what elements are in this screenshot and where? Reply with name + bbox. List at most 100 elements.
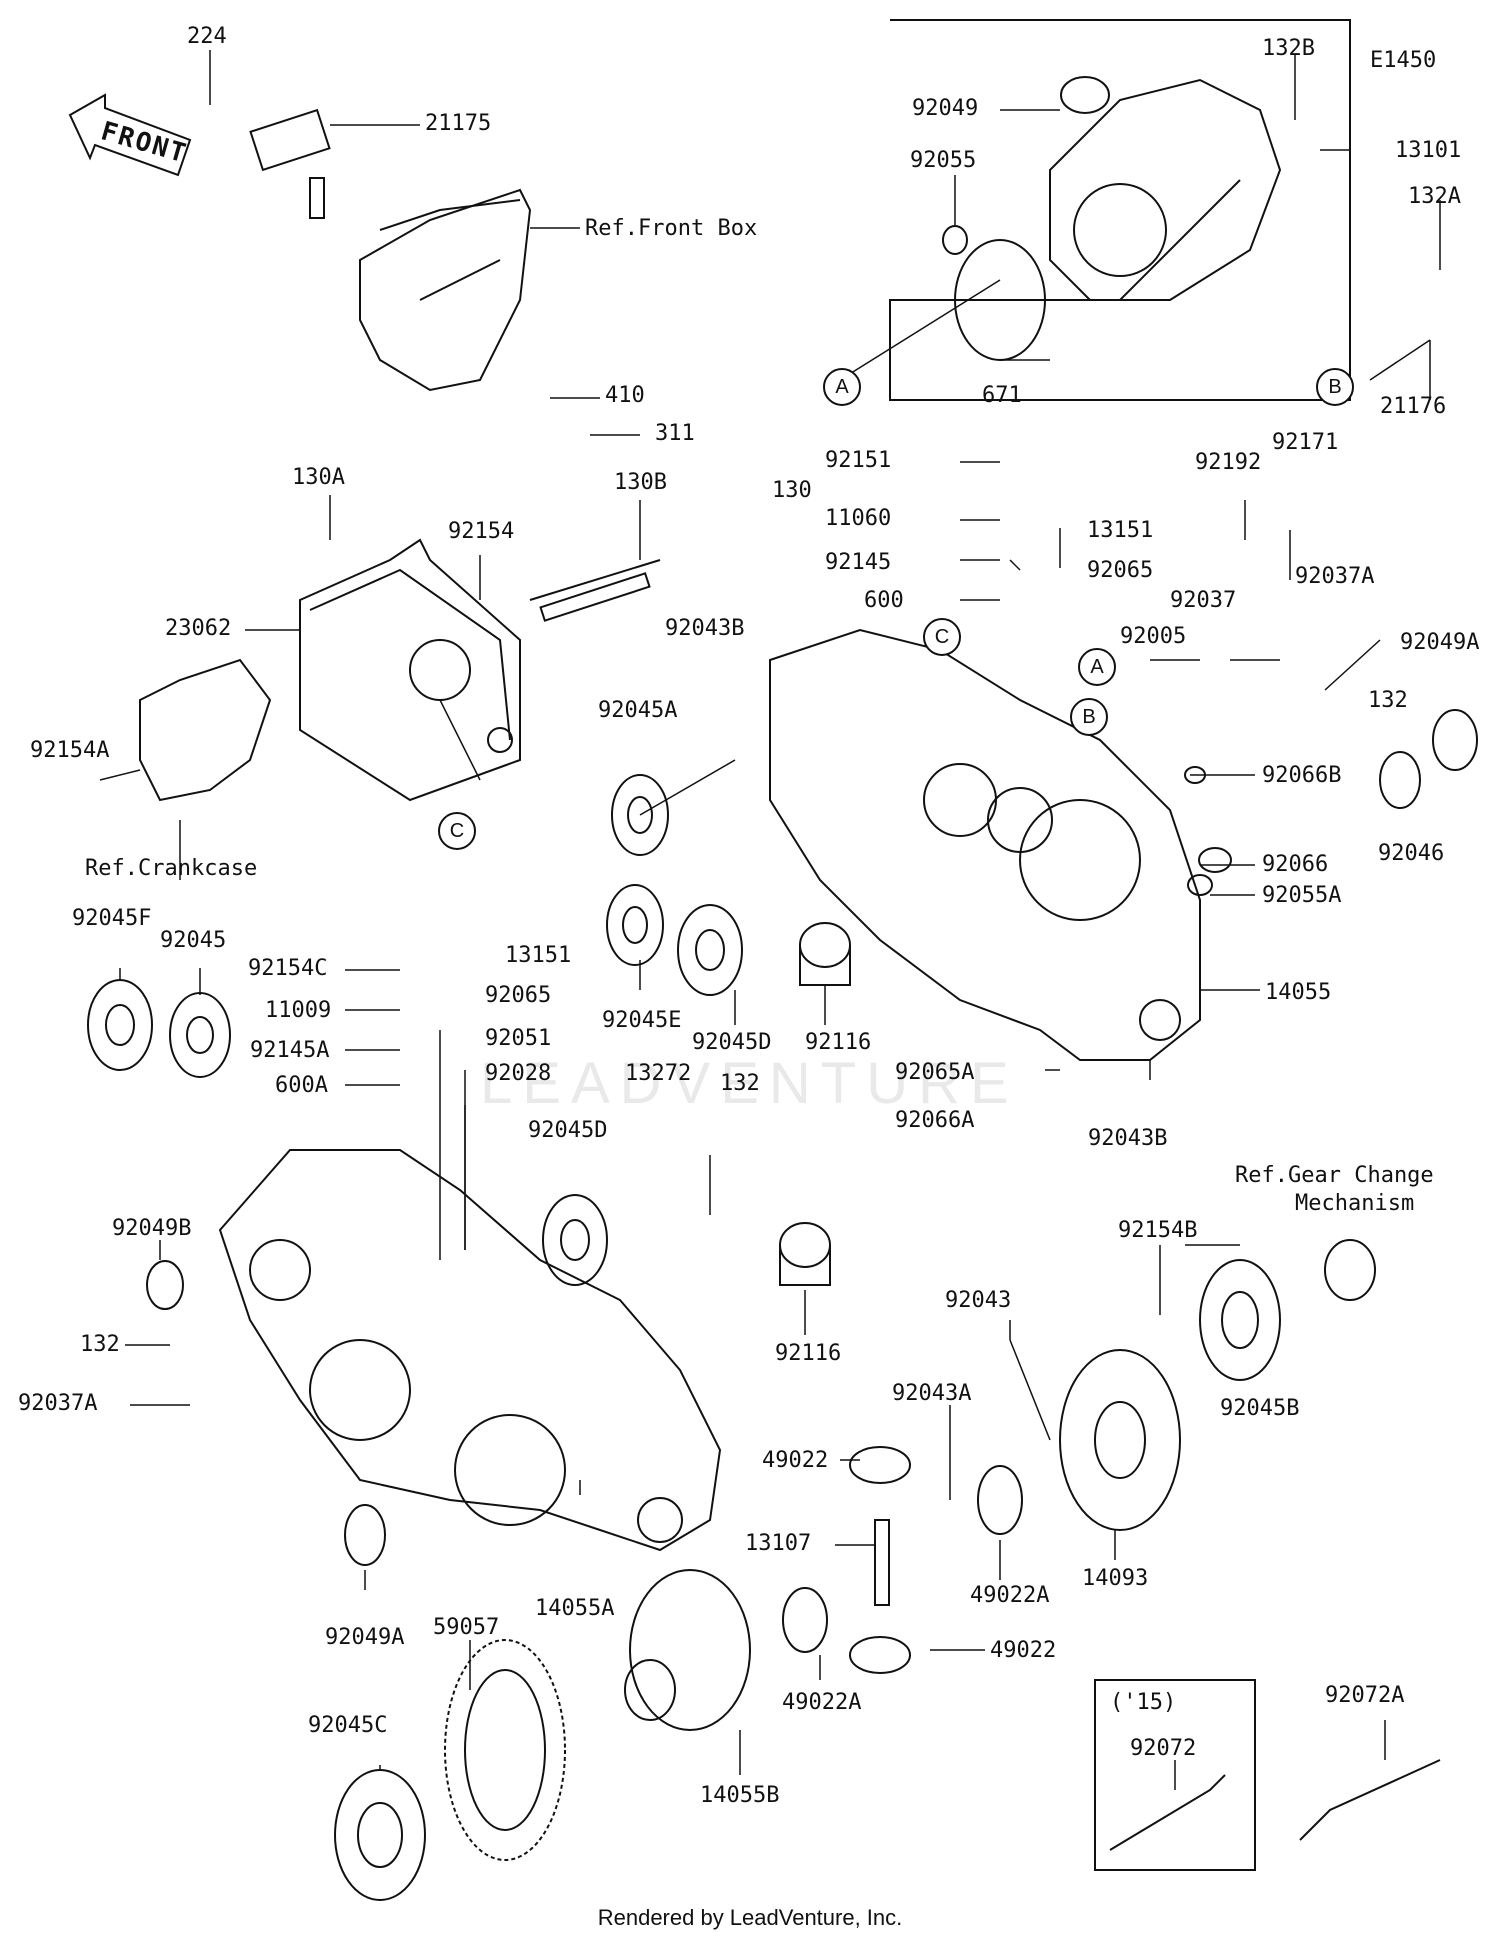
- bearing-92045C: [334, 1769, 426, 1901]
- part-92154C[interactable]: 92154C: [248, 956, 328, 981]
- part-92055A[interactable]: 92055A: [1262, 883, 1342, 908]
- part-600[interactable]: 600: [864, 588, 904, 613]
- part-92005[interactable]: 92005: [1120, 624, 1187, 649]
- part-92049A-l[interactable]: 92049A: [325, 1625, 405, 1650]
- ref-gear-change-1[interactable]: Ref.Gear Change: [1235, 1163, 1434, 1188]
- bearing-92045A: [611, 774, 669, 856]
- watermark: LEADVENTURE: [480, 1051, 1019, 1116]
- part-92154[interactable]: 92154: [448, 519, 515, 544]
- part-92065-l[interactable]: 92065: [485, 983, 552, 1008]
- part-132-m[interactable]: 132: [720, 1071, 760, 1096]
- callout-A-case: A: [1078, 648, 1116, 686]
- part-410[interactable]: 410: [605, 383, 645, 408]
- ref-front-box[interactable]: Ref.Front Box: [585, 216, 758, 241]
- part-92066B[interactable]: 92066B: [1262, 763, 1342, 788]
- part-92066A[interactable]: 92066A: [895, 1108, 975, 1133]
- part-13101[interactable]: 13101: [1395, 138, 1462, 163]
- part-14093[interactable]: 14093: [1082, 1566, 1149, 1591]
- part-130A[interactable]: 130A: [292, 465, 345, 490]
- part-92049B[interactable]: 92049B: [112, 1216, 192, 1241]
- part-92045[interactable]: 92045: [160, 928, 227, 953]
- part-49022A-b[interactable]: 49022A: [782, 1690, 862, 1715]
- diff-housing-part: [1059, 1349, 1181, 1531]
- part-92045C[interactable]: 92045C: [308, 1713, 388, 1738]
- part-92065[interactable]: 92065: [1087, 558, 1154, 583]
- front-arrow: [68, 93, 192, 177]
- part-11060[interactable]: 11060: [825, 506, 892, 531]
- part-92072A[interactable]: 92072A: [1325, 1683, 1405, 1708]
- part-59057[interactable]: 59057: [433, 1615, 500, 1640]
- part-49022A[interactable]: 49022A: [970, 1583, 1050, 1608]
- part-49022-b[interactable]: 49022: [990, 1638, 1057, 1663]
- part-92154A[interactable]: 92154A: [30, 738, 110, 763]
- part-311[interactable]: 311: [655, 421, 695, 446]
- part-92045E[interactable]: 92045E: [602, 1008, 682, 1033]
- part-92045D-l[interactable]: 92045D: [528, 1118, 608, 1143]
- part-92043A[interactable]: 92043A: [892, 1381, 972, 1406]
- part-92037[interactable]: 92037: [1170, 588, 1237, 613]
- seal-92049A-l: [344, 1504, 386, 1566]
- part-23062[interactable]: 23062: [165, 616, 232, 641]
- part-14055B[interactable]: 14055B: [700, 1783, 780, 1808]
- left-crankcase-part: [218, 1149, 722, 1552]
- callout-A-starter: A: [823, 368, 861, 406]
- part-132-r[interactable]: 132: [1368, 688, 1408, 713]
- part-13107[interactable]: 13107: [745, 1531, 812, 1556]
- part-92065A[interactable]: 92065A: [895, 1060, 975, 1085]
- dipstick-92072A: [1299, 1759, 1441, 1841]
- part-92051[interactable]: 92051: [485, 1026, 552, 1051]
- part-92145[interactable]: 92145: [825, 550, 892, 575]
- part-21175[interactable]: 21175: [425, 111, 492, 136]
- relay-part: [249, 108, 331, 172]
- part-130B[interactable]: 130B: [614, 470, 667, 495]
- part-92037A[interactable]: 92037A: [1295, 564, 1375, 589]
- part-92037A-l[interactable]: 92037A: [18, 1391, 98, 1416]
- part-132-l[interactable]: 132: [80, 1332, 120, 1357]
- ref-gear-change-2[interactable]: Mechanism: [1295, 1191, 1415, 1216]
- part-92028[interactable]: 92028: [485, 1061, 552, 1086]
- part-132A[interactable]: 132A: [1408, 184, 1461, 209]
- part-92192[interactable]: 92192: [1195, 450, 1262, 475]
- part-130[interactable]: 130: [772, 478, 812, 503]
- part-132B[interactable]: 132B: [1262, 36, 1315, 61]
- sleeve-92116-l: [779, 1222, 831, 1268]
- part-92049A-r[interactable]: 92049A: [1400, 630, 1480, 655]
- ref-crankcase[interactable]: Ref.Crankcase: [85, 856, 258, 881]
- crankcase-shield: [139, 658, 272, 802]
- part-600A[interactable]: 600A: [275, 1073, 328, 1098]
- part-92043B-b[interactable]: 92043B: [1088, 1126, 1168, 1151]
- part-671[interactable]: 671: [982, 383, 1022, 408]
- part-224[interactable]: 224: [187, 24, 227, 49]
- seal-92049A-r: [1432, 709, 1478, 771]
- part-92154B[interactable]: 92154B: [1118, 1218, 1198, 1243]
- part-13151-l[interactable]: 13151: [505, 943, 572, 968]
- callout-B-case: B: [1070, 698, 1108, 736]
- part-49022[interactable]: 49022: [762, 1448, 829, 1473]
- part-92045D[interactable]: 92045D: [692, 1030, 772, 1055]
- part-92055[interactable]: 92055: [910, 148, 977, 173]
- part-92116-l[interactable]: 92116: [775, 1341, 842, 1366]
- inset-15-box: [1094, 1679, 1256, 1871]
- part-13272[interactable]: 13272: [625, 1061, 692, 1086]
- footer-credit: Rendered by LeadVenture, Inc.: [597, 1905, 903, 1930]
- part-92046[interactable]: 92046: [1378, 841, 1445, 866]
- part-92043[interactable]: 92043: [945, 1288, 1012, 1313]
- part-92045A[interactable]: 92045A: [598, 698, 678, 723]
- part-92171[interactable]: 92171: [1272, 430, 1339, 455]
- seal-92049: [1060, 76, 1110, 114]
- part-92145A[interactable]: 92145A: [250, 1038, 330, 1063]
- part-92116[interactable]: 92116: [805, 1030, 872, 1055]
- part-92151[interactable]: 92151: [825, 448, 892, 473]
- part-92072[interactable]: 92072: [1130, 1736, 1197, 1761]
- part-92066[interactable]: 92066: [1262, 852, 1329, 877]
- part-21176[interactable]: 21176: [1380, 394, 1447, 419]
- part-92049[interactable]: 92049: [912, 96, 979, 121]
- part-92045B[interactable]: 92045B: [1220, 1396, 1300, 1421]
- part-14055A[interactable]: 14055A: [535, 1596, 615, 1621]
- part-92045F[interactable]: 92045F: [72, 906, 152, 931]
- part-92043B[interactable]: 92043B: [665, 616, 745, 641]
- part-13151[interactable]: 13151: [1087, 518, 1154, 543]
- part-14055[interactable]: 14055: [1265, 980, 1332, 1005]
- part-11009[interactable]: 11009: [265, 998, 332, 1023]
- bevel-gear-49022-b: [849, 1636, 911, 1674]
